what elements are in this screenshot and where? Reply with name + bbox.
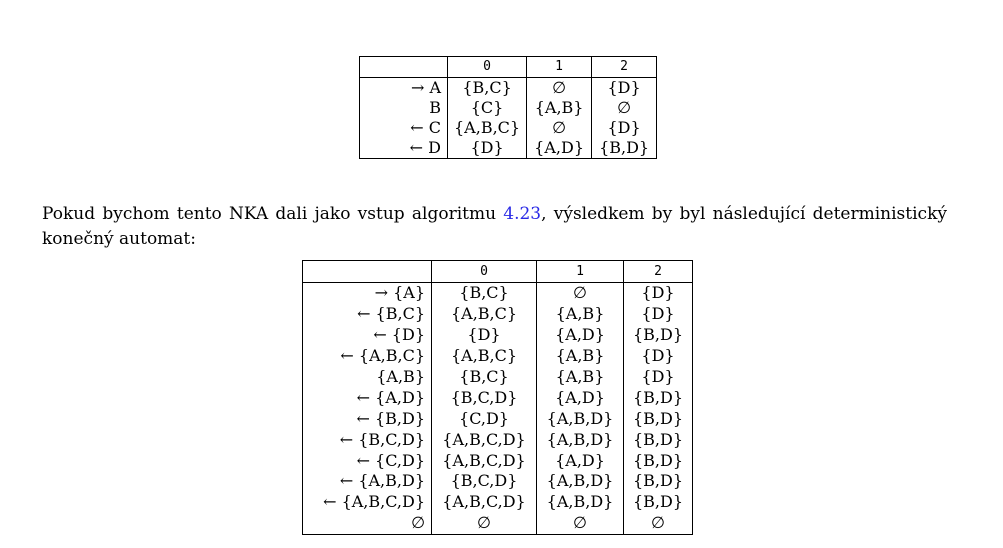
cell-on-0: {A,B,C}	[447, 118, 528, 138]
cell-on-0: {D}	[447, 138, 528, 159]
cell-state: → A	[359, 77, 448, 98]
cell-on-2: ∅	[591, 98, 658, 118]
nfa-header-state	[359, 56, 448, 78]
dfa-header-symbol-0: 0	[431, 260, 537, 283]
cell-state: ∅	[302, 512, 432, 535]
cell-on-2: {D}	[591, 77, 658, 98]
nfa-header-symbol-2: 2	[591, 56, 658, 78]
nfa-header-symbol-1: 1	[526, 56, 593, 78]
cell-on-0: {C,D}	[431, 408, 537, 430]
nfa-header-row: 0 1 2	[359, 56, 658, 78]
cell-on-1: {A,B}	[536, 303, 624, 325]
nfa-transition-table: 0 1 2 → A{B,C}∅{D}B{C}{A,B}∅← C{A,B,C}∅{…	[359, 56, 658, 159]
paragraph-text-before: Pokud bychom tento NKA dali jako vstup a…	[42, 204, 504, 224]
table-row: ← {B,C,D}{A,B,C,D}{A,B,D}{B,D}	[302, 429, 693, 451]
cell-state: ← {A,D}	[302, 387, 432, 409]
cell-state: ← {B,D}	[302, 408, 432, 430]
cell-state: ← {A,B,C,D}	[302, 491, 432, 513]
table-row: ← {A,B,C}{A,B,C}{A,B}{D}	[302, 345, 693, 367]
cell-on-2: ∅	[623, 512, 693, 535]
cell-state: B	[359, 98, 448, 118]
table-row: ← {B,D}{C,D}{A,B,D}{B,D}	[302, 408, 693, 430]
cell-on-1: ∅	[526, 77, 593, 98]
cell-on-1: {A,B,D}	[536, 429, 624, 451]
dfa-header-state	[302, 260, 432, 283]
table-row: ← C{A,B,C}∅{D}	[359, 118, 658, 138]
cell-on-2: {B,D}	[623, 324, 693, 346]
cell-on-1: {A,B,D}	[536, 491, 624, 513]
cell-on-0: {B,C}	[447, 77, 528, 98]
cell-on-1: {A,B}	[526, 98, 593, 118]
table-row: B{C}{A,B}∅	[359, 98, 658, 118]
table-row: ← {B,C}{A,B,C}{A,B}{D}	[302, 303, 693, 325]
cell-on-1: {A,B}	[536, 366, 624, 388]
cell-on-1: ∅	[536, 512, 624, 535]
dfa-header-row: 0 1 2	[302, 260, 693, 283]
cell-on-1: {A,D}	[536, 387, 624, 409]
cell-state: ← {A,B,D}	[302, 471, 432, 492]
table-row: ← {D}{D}{A,D}{B,D}	[302, 324, 693, 346]
cell-on-1: {A,D}	[536, 450, 624, 472]
table-row: {A,B}{B,C}{A,B}{D}	[302, 366, 693, 388]
cell-on-0: {B,C,D}	[431, 471, 537, 492]
cell-on-2: {B,D}	[623, 387, 693, 409]
cell-on-1: ∅	[536, 282, 624, 304]
cell-on-0: {B,C}	[431, 366, 537, 388]
nfa-header-symbol-0: 0	[447, 56, 528, 78]
algorithm-reference-link[interactable]: 4.23	[503, 204, 542, 224]
table-row: → A{B,C}∅{D}	[359, 77, 658, 98]
cell-on-0: {A,B,C,D}	[431, 491, 537, 513]
cell-on-2: {B,D}	[623, 491, 693, 513]
cell-on-2: {D}	[623, 303, 693, 325]
cell-on-2: {D}	[623, 366, 693, 388]
table-row: → {A}{B,C}∅{D}	[302, 282, 693, 304]
cell-on-2: {B,D}	[623, 429, 693, 451]
cell-on-1: ∅	[526, 118, 593, 138]
cell-on-2: {B,D}	[623, 471, 693, 492]
table-row: ← {A,B,D}{B,C,D}{A,B,D}{B,D}	[302, 471, 693, 492]
cell-state: {A,B}	[302, 366, 432, 388]
dfa-transition-table: 0 1 2 → {A}{B,C}∅{D}← {B,C}{A,B,C}{A,B}{…	[302, 260, 693, 535]
table-row: ← {A,D}{B,C,D}{A,D}{B,D}	[302, 387, 693, 409]
cell-on-0: {A,B,C}	[431, 303, 537, 325]
cell-on-1: {A,B,D}	[536, 408, 624, 430]
cell-on-2: {D}	[591, 118, 658, 138]
cell-on-2: {D}	[623, 282, 693, 304]
paragraph-text-after: , výsledkem by byl následující determini…	[42, 204, 947, 249]
cell-on-1: {A,B,D}	[536, 471, 624, 492]
cell-on-1: {A,D}	[536, 324, 624, 346]
nfa-table-body: → A{B,C}∅{D}B{C}{A,B}∅← C{A,B,C}∅{D}← D{…	[359, 77, 658, 159]
cell-on-2: {B,D}	[623, 450, 693, 472]
cell-state: ← C	[359, 118, 448, 138]
table-row: ∅∅∅∅	[302, 512, 693, 535]
cell-on-0: {B,C}	[431, 282, 537, 304]
cell-on-0: {B,C,D}	[431, 387, 537, 409]
dfa-header-symbol-1: 1	[536, 260, 624, 283]
cell-on-0: {C}	[447, 98, 528, 118]
explanation-paragraph: Pokud bychom tento NKA dali jako vstup a…	[42, 202, 947, 252]
cell-state: ← D	[359, 138, 448, 159]
dfa-table-body: → {A}{B,C}∅{D}← {B,C}{A,B,C}{A,B}{D}← {D…	[302, 282, 693, 535]
cell-state: ← {C,D}	[302, 450, 432, 472]
cell-on-1: {A,D}	[526, 138, 593, 159]
dfa-header-symbol-2: 2	[623, 260, 693, 283]
cell-on-0: {A,B,C,D}	[431, 450, 537, 472]
cell-on-0: {A,B,C}	[431, 345, 537, 367]
cell-on-0: ∅	[431, 512, 537, 535]
cell-on-2: {B,D}	[623, 408, 693, 430]
cell-on-2: {D}	[623, 345, 693, 367]
cell-on-0: {D}	[431, 324, 537, 346]
cell-state: → {A}	[302, 282, 432, 304]
cell-on-1: {A,B}	[536, 345, 624, 367]
cell-on-0: {A,B,C,D}	[431, 429, 537, 451]
cell-on-2: {B,D}	[591, 138, 658, 159]
table-row: ← {A,B,C,D}{A,B,C,D}{A,B,D}{B,D}	[302, 491, 693, 513]
cell-state: ← {A,B,C}	[302, 345, 432, 367]
table-row: ← {C,D}{A,B,C,D}{A,D}{B,D}	[302, 450, 693, 472]
table-row: ← D{D}{A,D}{B,D}	[359, 138, 658, 159]
cell-state: ← {B,C,D}	[302, 429, 432, 451]
cell-state: ← {B,C}	[302, 303, 432, 325]
cell-state: ← {D}	[302, 324, 432, 346]
